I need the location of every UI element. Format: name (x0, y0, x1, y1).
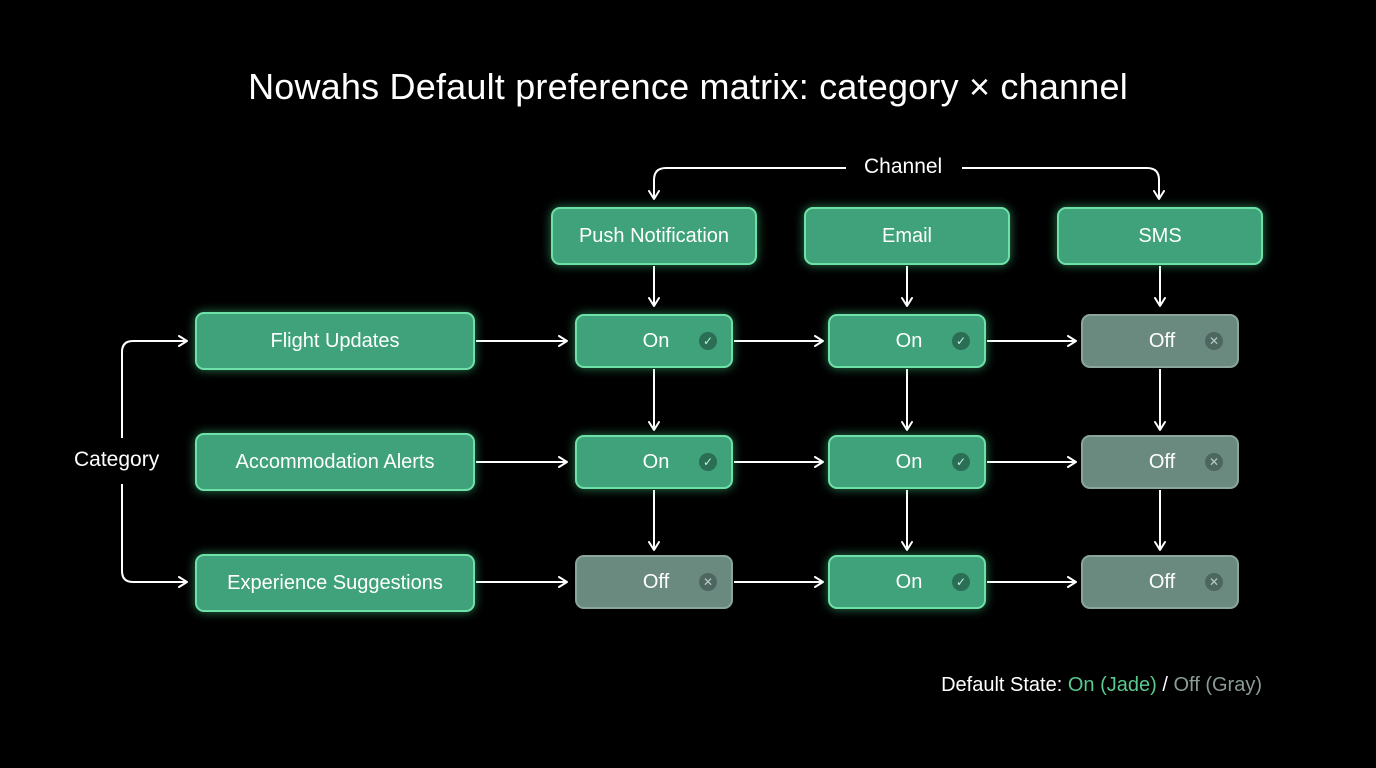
legend-on-text: On (Jade) (1067, 674, 1157, 696)
check-circle-icon: ✓ (952, 332, 970, 350)
legend-off-text: Off (Gray) (1173, 674, 1262, 696)
cell-flight-updates-sms: Off ✕ (1081, 314, 1239, 368)
title-text: Default preference matrix: category × ch… (389, 66, 1128, 107)
x-circle-icon: ✕ (1205, 573, 1223, 591)
channel-header-email: Email (804, 207, 1010, 265)
cell-flight-updates-push-notification: On ✓ (575, 314, 733, 368)
category-header-flight-updates: Flight Updates (195, 312, 475, 370)
x-circle-icon: ✕ (1205, 453, 1223, 471)
cell-accommodation-alerts-push-notification: On ✓ (575, 435, 733, 489)
page-title: Nowahs Default preference matrix: catego… (0, 66, 1376, 108)
legend-separator: / (1162, 674, 1168, 696)
cell-state-label: On (895, 330, 923, 352)
cell-state-label: Off (1148, 571, 1176, 593)
channel-axis-bracket-right (962, 167, 1165, 200)
channel-axis-label: Channel (854, 155, 953, 179)
category-axis-label: Category (64, 448, 170, 472)
cell-state-label: On (642, 451, 670, 473)
check-circle-icon: ✓ (952, 453, 970, 471)
cell-state-label: On (895, 451, 923, 473)
brand-name: Nowahs (248, 66, 380, 107)
cell-experience-suggestions-sms: Off ✕ (1081, 555, 1239, 609)
category-header-accommodation-alerts: Accommodation Alerts (195, 433, 475, 491)
x-circle-icon: ✕ (699, 573, 717, 591)
cell-experience-suggestions-push-notification: Off ✕ (575, 555, 733, 609)
cell-accommodation-alerts-sms: Off ✕ (1081, 435, 1239, 489)
cell-state-label: Off (1148, 330, 1176, 352)
category-axis-bracket-top (121, 335, 188, 438)
x-circle-icon: ✕ (1205, 332, 1223, 350)
channel-header-push: Push Notification (551, 207, 757, 265)
cell-accommodation-alerts-email: On ✓ (828, 435, 986, 489)
check-circle-icon: ✓ (699, 453, 717, 471)
cell-flight-updates-email: On ✓ (828, 314, 986, 368)
category-header-experience-suggestions: Experience Suggestions (195, 554, 475, 612)
cell-state-label: On (895, 571, 923, 593)
cell-state-label: Off (642, 571, 670, 593)
cell-state-label: On (642, 330, 670, 352)
channel-axis-bracket-left (648, 167, 846, 200)
check-circle-icon: ✓ (952, 573, 970, 591)
legend: Default State: On (Jade) / Off (Gray) (896, 674, 1262, 697)
category-axis-bracket-bottom (121, 484, 188, 588)
legend-prefix: Default State: (941, 674, 1063, 696)
cell-state-label: Off (1148, 451, 1176, 473)
channel-header-sms: SMS (1057, 207, 1263, 265)
check-circle-icon: ✓ (699, 332, 717, 350)
cell-experience-suggestions-email: On ✓ (828, 555, 986, 609)
